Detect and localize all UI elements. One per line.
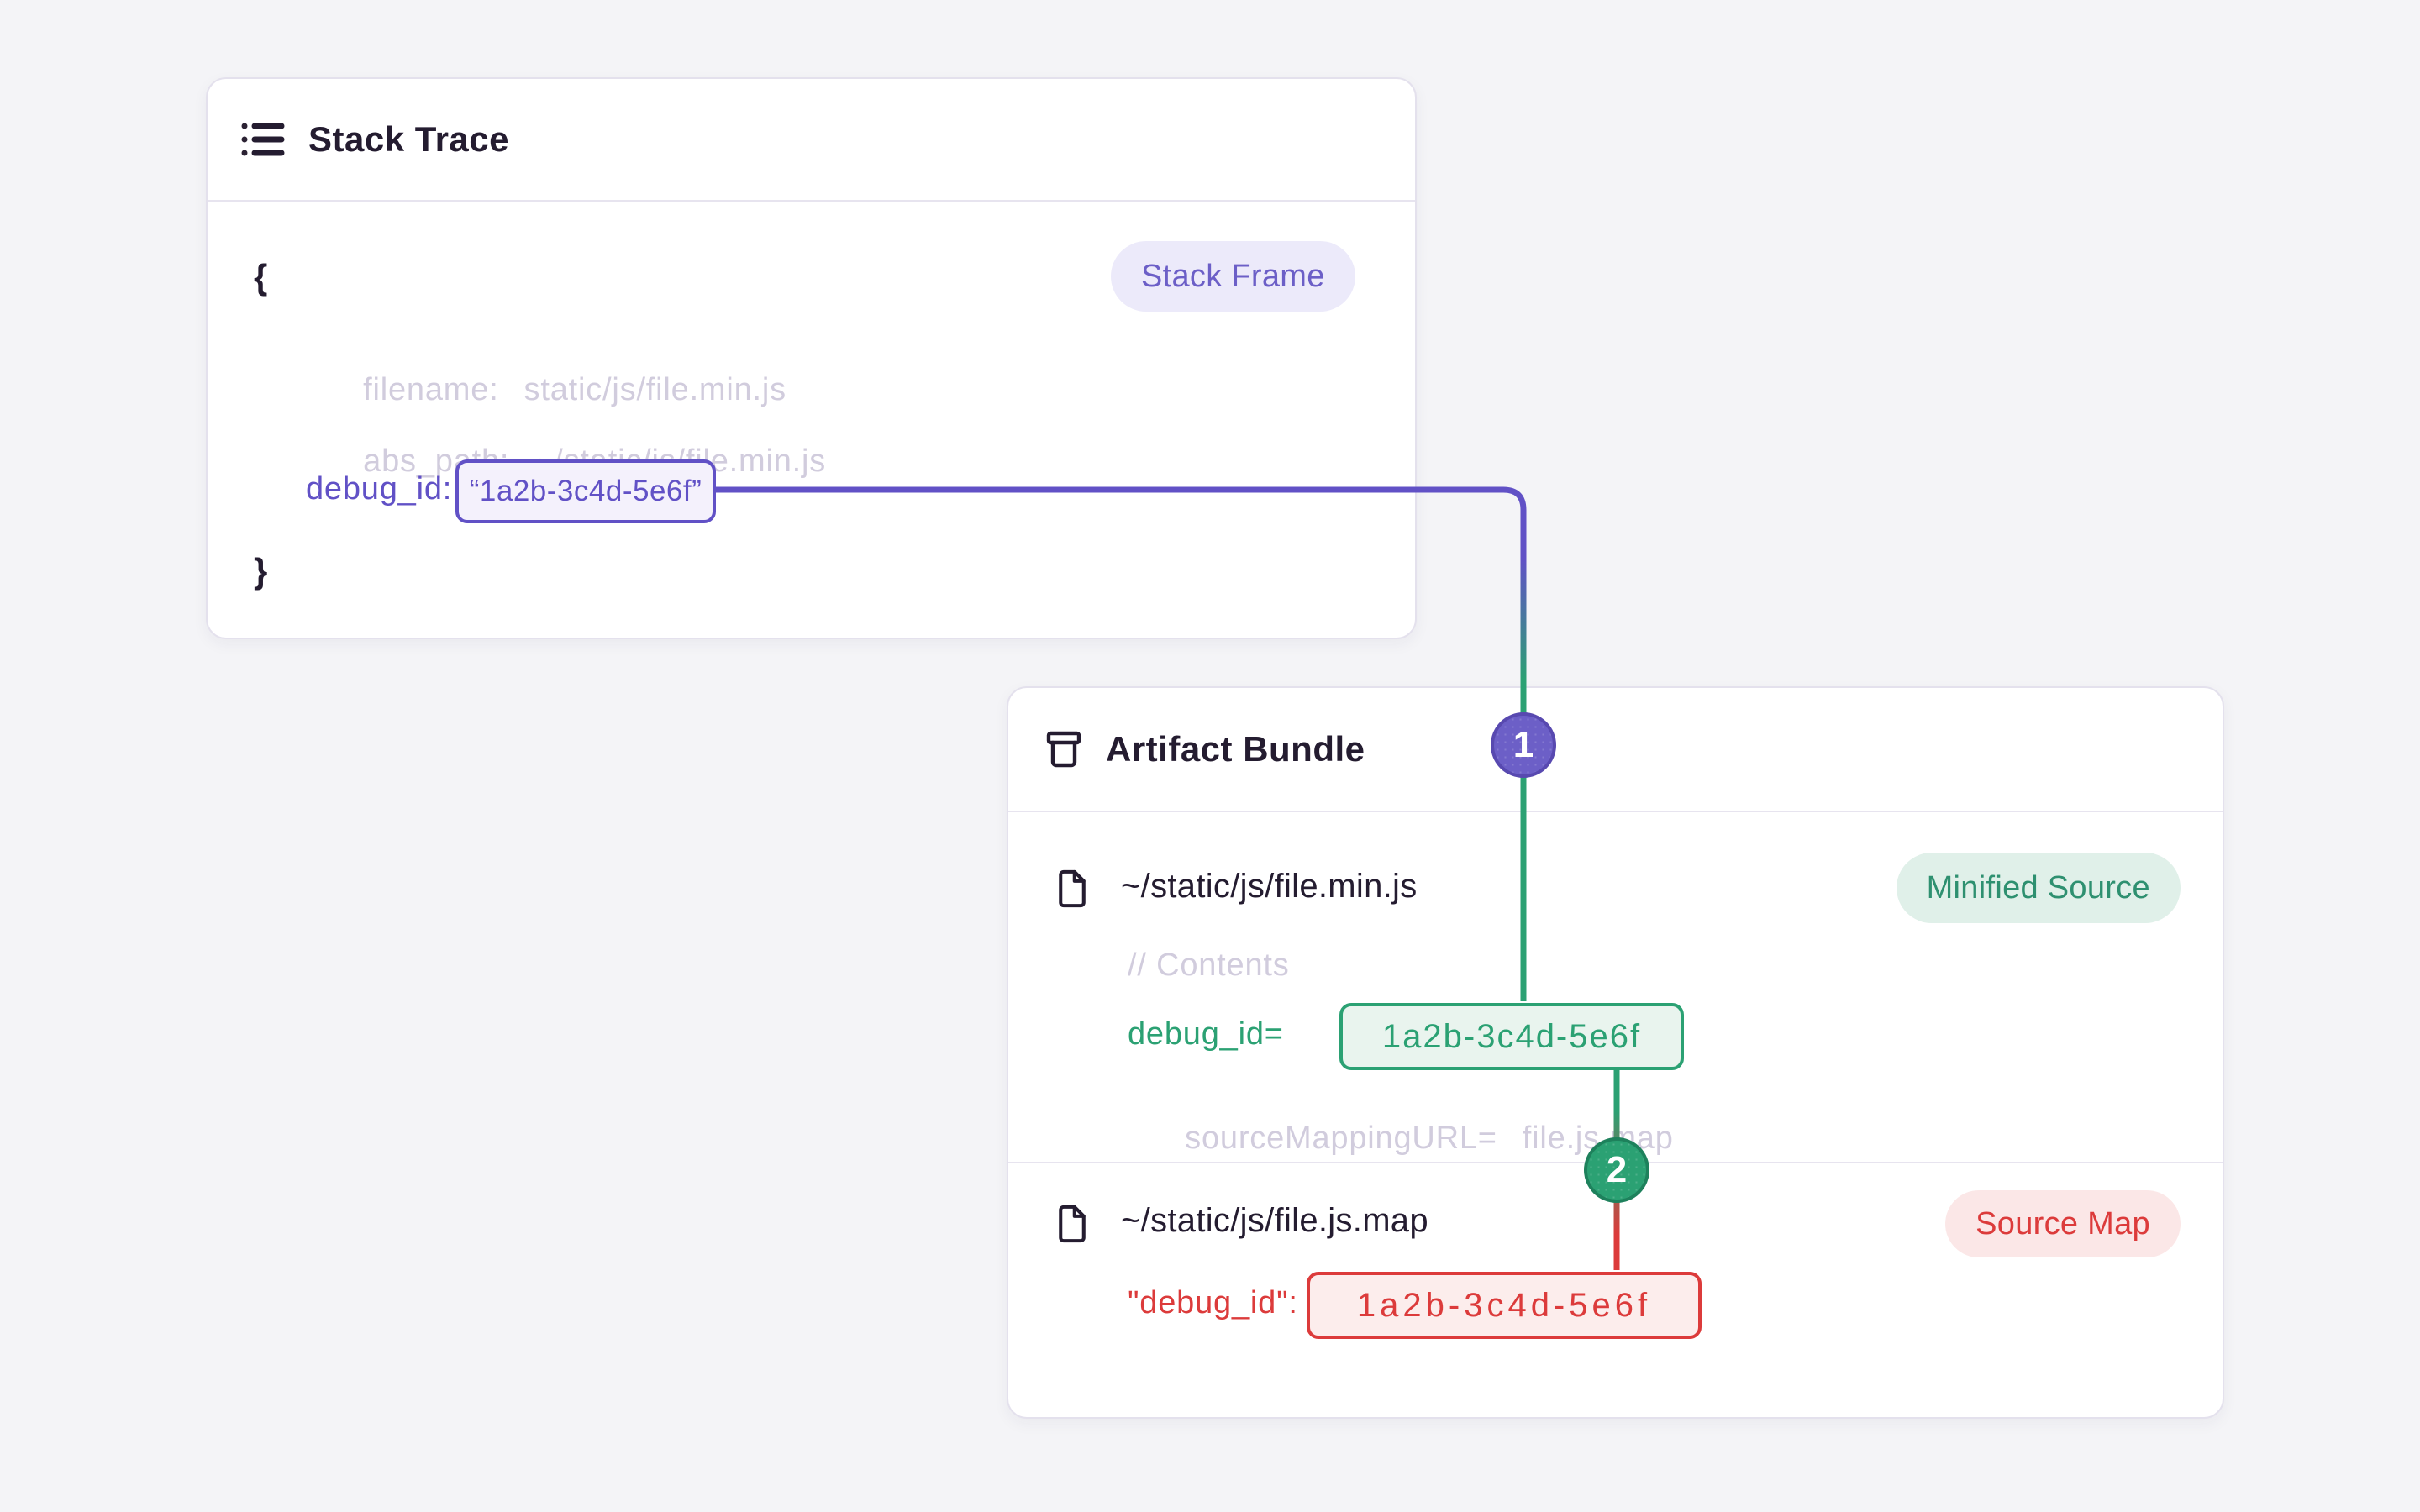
file-icon [1054, 1203, 1091, 1245]
step-badge-2: 2 [1584, 1137, 1649, 1203]
field-filename: filename: static/js/file.min.js [306, 336, 786, 444]
debug-id-box-green: 1a2b-3c4d-5e6f [1339, 1003, 1684, 1070]
code-brace-open: { [254, 257, 269, 297]
contents-comment: // Contents [1128, 948, 1290, 983]
stack-trace-card: Stack Trace { filename: static/js/file.mi… [206, 77, 1417, 639]
minified-source-badge: Minified Source [1896, 853, 2181, 923]
list-icon [241, 119, 285, 160]
stack-frame-badge: Stack Frame [1111, 241, 1355, 312]
file-path-sourcemap: ~/static/js/file.js.map [1121, 1202, 1428, 1239]
field-debug-id-key: debug_id: [306, 471, 453, 507]
stack-trace-header: Stack Trace [208, 79, 1415, 202]
source-map-badge: Source Map [1945, 1190, 2181, 1257]
file-path-minified: ~/static/js/file.min.js [1121, 868, 1418, 905]
debug-id-box-red: 1a2b-3c4d-5e6f [1307, 1272, 1702, 1339]
field-filename-value: static/js/file.min.js [523, 372, 786, 407]
artifact-bundle-title: Artifact Bundle [1106, 729, 1365, 769]
code-brace-close: } [254, 551, 269, 591]
file-icon [1054, 868, 1091, 910]
debug-id-box-purple: “1a2b-3c4d-5e6f” [455, 459, 716, 523]
debug-id-key-red: "debug_id": [1128, 1285, 1298, 1320]
artifact-bundle-card: Artifact Bundle ~/static/js/file.min.js … [1007, 686, 2224, 1419]
stack-trace-title: Stack Trace [308, 119, 510, 159]
debug-id-key-green: debug_id= [1128, 1016, 1284, 1052]
field-filename-key: filename: [363, 372, 499, 407]
archive-icon [1044, 728, 1084, 770]
source-mapping-key: sourceMappingURL= [1185, 1121, 1497, 1156]
step-badge-1: 1 [1491, 712, 1556, 778]
artifact-bundle-header: Artifact Bundle [1008, 688, 2223, 812]
